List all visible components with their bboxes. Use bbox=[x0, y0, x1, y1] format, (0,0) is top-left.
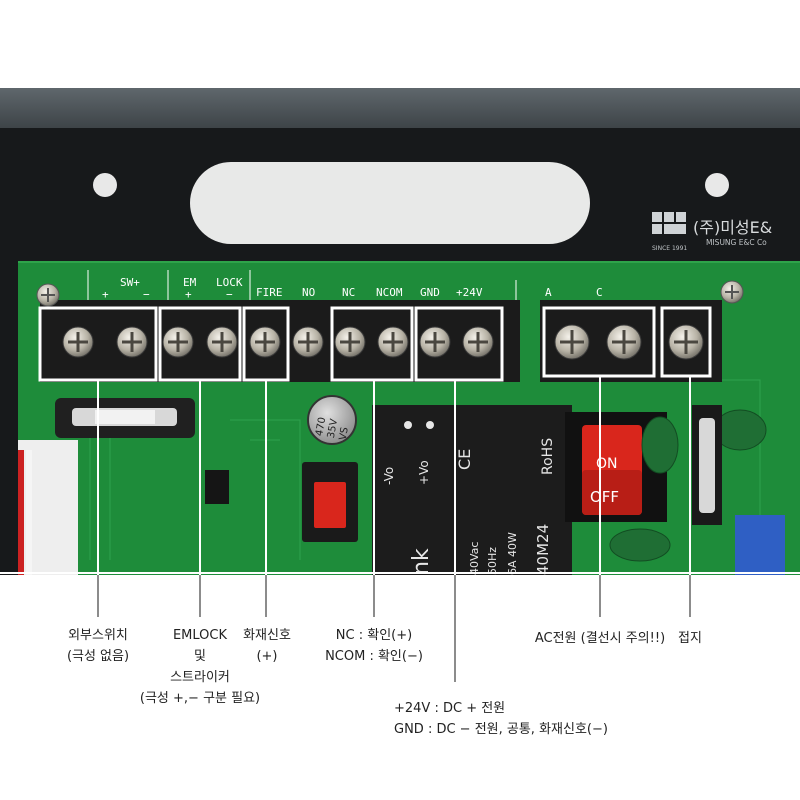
svg-text:35V: 35V bbox=[326, 418, 340, 439]
polarity-lock-minus: − bbox=[226, 288, 233, 301]
label-fire: FIRE bbox=[256, 286, 283, 299]
label-nc: NC bbox=[342, 286, 355, 299]
label-lock: LOCK bbox=[216, 276, 243, 289]
caption-fire: 화재신호 (+) bbox=[243, 628, 291, 664]
svg-text:+Vo: +Vo bbox=[417, 460, 431, 485]
svg-text:40Vac: 40Vac bbox=[468, 542, 481, 575]
pointer-ground bbox=[689, 575, 691, 617]
blue-capacitor bbox=[735, 515, 785, 575]
label-c: C bbox=[596, 286, 603, 299]
power-switch-off: OFF bbox=[590, 488, 619, 506]
label-gnd: GND bbox=[420, 286, 440, 299]
pointer-ac bbox=[599, 575, 601, 617]
fuse-right bbox=[699, 418, 715, 513]
polarity-em-plus: + bbox=[185, 288, 192, 301]
label-sw: SW+ bbox=[120, 276, 140, 289]
svg-text:CE: CE bbox=[455, 449, 474, 470]
svg-text:6A 40W: 6A 40W bbox=[506, 532, 519, 575]
svg-text:40M24: 40M24 bbox=[534, 524, 552, 575]
pointer-fire bbox=[265, 575, 267, 617]
capacitor bbox=[308, 396, 356, 444]
caption-ac: AC전원 (결선시 주의!!) bbox=[534, 631, 666, 646]
brand-logo: (주)미성E& SINCE 1991 MISUNG E&C Co bbox=[652, 212, 772, 252]
polarity-sw-minus: − bbox=[143, 288, 150, 301]
label-24v: +24V bbox=[456, 286, 483, 299]
svg-text:RoHS: RoHS bbox=[540, 438, 556, 475]
power-switch-on: ON bbox=[596, 456, 618, 472]
brand-name: (주)미성E& bbox=[693, 218, 772, 237]
caption-ground: 접지 bbox=[678, 631, 702, 646]
brand-since: SINCE 1991 bbox=[652, 245, 687, 252]
label-em: EM bbox=[183, 276, 197, 289]
pointer-nc bbox=[373, 575, 375, 617]
chassis-slot bbox=[190, 162, 590, 244]
pointer-switch bbox=[97, 575, 99, 617]
caption-emlock: EMLOCK 및 스트라이커 (극성 +,− 구분 필요) bbox=[139, 628, 261, 706]
label-a: A bbox=[545, 286, 552, 299]
svg-text:nk: nk bbox=[409, 548, 434, 575]
caption-switch: 외부스위치 (극성 없음) bbox=[66, 628, 130, 664]
svg-text:470: 470 bbox=[314, 416, 328, 437]
chassis-top-edge bbox=[0, 88, 800, 130]
svg-text:-Vo: -Vo bbox=[382, 467, 396, 485]
photo-divider bbox=[0, 572, 800, 574]
controller-board-photo: (주)미성E& SINCE 1991 MISUNG E&C Co SW+ EM … bbox=[0, 88, 800, 575]
reset-button bbox=[314, 482, 346, 528]
caption-nc: NC : 확인(+) NCOM : 확인(−) bbox=[325, 628, 423, 664]
caption-power: +24V : DC + 전원 GND : DC − 전원, 공통, 화재신호(−… bbox=[394, 701, 608, 737]
brand-sub: MISUNG E&C Co bbox=[706, 238, 767, 247]
polarity-sw-plus: + bbox=[102, 288, 109, 301]
psu-module bbox=[372, 405, 572, 575]
label-ncom: NCOM bbox=[376, 286, 403, 299]
ic-chip bbox=[205, 470, 229, 504]
pointer-power bbox=[454, 575, 456, 682]
svg-text:50Hz: 50Hz bbox=[486, 547, 499, 575]
svg-text:VS: VS bbox=[338, 426, 351, 441]
pointer-emlock bbox=[199, 575, 201, 617]
label-no: NO bbox=[302, 286, 315, 299]
